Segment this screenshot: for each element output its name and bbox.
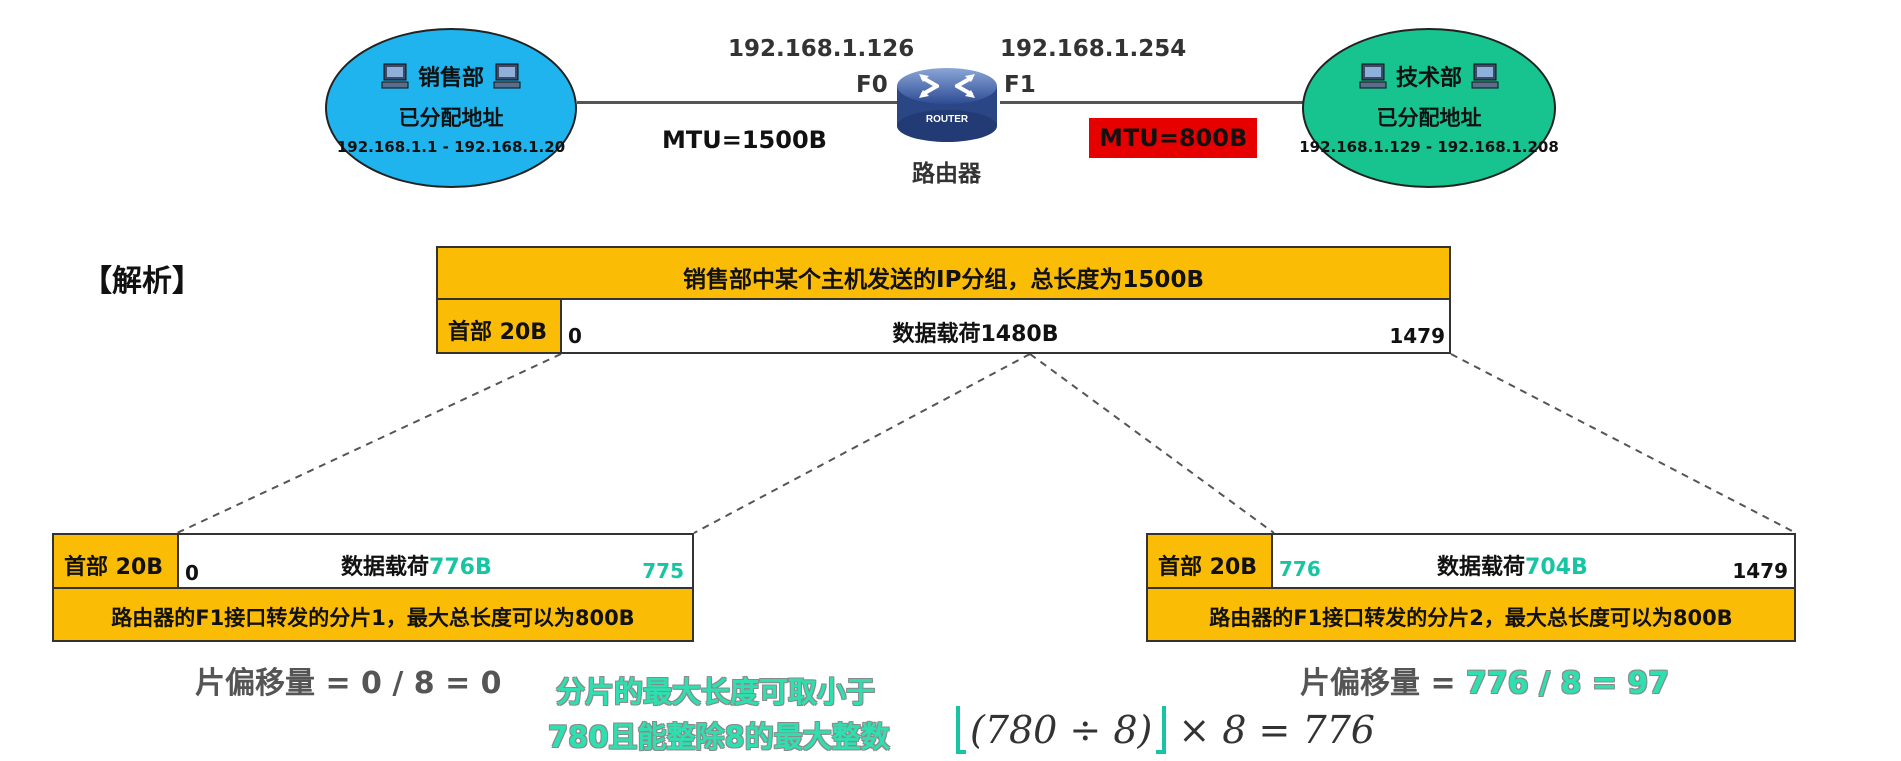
tech-name: 技术部 — [1395, 66, 1462, 91]
link-router-tech — [1000, 101, 1304, 104]
computer-icon — [493, 63, 521, 89]
tech-assigned-label: 已分配地址 — [1376, 106, 1482, 130]
fragment2-start: 776 — [1279, 557, 1321, 581]
fragment2-payload-label: 数据载荷704B — [1437, 549, 1588, 581]
mtu-left-label: MTU=1500B — [662, 126, 827, 154]
packet-payload-cell: 0 数据载荷1480B 1479 — [560, 298, 1451, 354]
fragment1-offset: 片偏移量 = 0 / 8 = 0 — [195, 666, 502, 701]
router-label: 路由器 — [912, 161, 981, 187]
fragment1-payload-size: 776B — [429, 555, 492, 580]
sales-department-node: 销售部 已分配地址 192.168.1.1 - 192.168.1.20 — [325, 28, 577, 188]
fragment1-desc-bar: 路由器的F1接口转发的分片1，最大总长度可以为800B — [52, 587, 694, 642]
packet-payload-start: 0 — [568, 324, 582, 348]
router-icon: ROUTER — [897, 68, 997, 142]
fragment1-start: 0 — [185, 561, 199, 585]
tech-department-node: 技术部 已分配地址 192.168.1.129 - 192.168.1.208 — [1299, 28, 1559, 188]
computer-icon — [1359, 63, 1387, 89]
fragment2-offset-prefix: 片偏移量 = — [1300, 666, 1467, 701]
router-icon-text: ROUTER — [926, 114, 969, 125]
mtu-right-label: MTU=800B — [1089, 118, 1258, 158]
fragment2-header-cell: 首部 20B — [1146, 533, 1273, 589]
fragment1-header-cell: 首部 20B — [52, 533, 179, 589]
fragment2-payload-text: 数据载荷 — [1437, 555, 1526, 580]
sales-name: 销售部 — [417, 66, 484, 91]
note-line-2: 780且能整除8的最大整数 — [548, 720, 890, 754]
fragment1-header-label: 首部 20B — [64, 555, 164, 580]
analysis-label: 【解析】 — [82, 264, 202, 299]
floor-formula-rest: × 8 = 776 — [1178, 708, 1375, 752]
tech-address-range: 192.168.1.129 - 192.168.1.208 — [1299, 138, 1559, 156]
port-f0: F0 — [856, 72, 888, 98]
fragment2-header-label: 首部 20B — [1158, 555, 1258, 580]
fragment1-desc: 路由器的F1接口转发的分片1，最大总长度可以为800B — [111, 606, 635, 630]
packet-payload-end: 1479 — [1389, 324, 1445, 348]
packet-title: 销售部中某个主机发送的IP分组，总长度为1500B — [683, 267, 1204, 293]
note-line-1: 分片的最大长度可取小于 — [556, 675, 876, 709]
f0-ip-address: 192.168.1.126 — [728, 36, 915, 62]
fragment1-end: 775 — [642, 559, 684, 583]
fragment2-payload-size: 704B — [1525, 555, 1588, 580]
link-sales-router — [577, 101, 897, 104]
fragment1-payload-cell: 0 数据载荷776B 775 — [177, 533, 694, 589]
fragment2-offset: 片偏移量 = 776 / 8 = 97 — [1300, 658, 1669, 702]
computer-icon — [1471, 63, 1499, 89]
fragment1-payload-label: 数据载荷776B — [341, 549, 492, 581]
packet-header-cell: 首部 20B — [436, 298, 562, 354]
computer-icon — [381, 63, 409, 89]
fragment2-payload-cell: 776 数据载荷704B 1479 — [1271, 533, 1796, 589]
fragment2-offset-value: 776 / 8 = 97 — [1466, 666, 1670, 701]
sales-address-range: 192.168.1.1 - 192.168.1.20 — [336, 138, 566, 156]
fragment1-payload-text: 数据载荷 — [341, 555, 430, 580]
floor-bracket-right — [1156, 706, 1167, 754]
fragment2-end: 1479 — [1732, 559, 1788, 583]
floor-bracket-left — [956, 706, 966, 754]
fragment2-desc-bar: 路由器的F1接口转发的分片2，最大总长度可以为800B — [1146, 587, 1796, 642]
packet-payload-label: 数据载荷1480B — [892, 322, 1059, 347]
packet-title-bar: 销售部中某个主机发送的IP分组，总长度为1500B — [436, 246, 1451, 300]
floor-formula-inner: (780 ÷ 8) — [970, 708, 1153, 752]
port-f1: F1 — [1004, 72, 1036, 98]
f1-ip-address: 192.168.1.254 — [1000, 36, 1187, 62]
packet-header-label: 首部 20B — [448, 320, 548, 345]
floor-formula: (780 ÷ 8) × 8 = 776 — [956, 703, 1375, 757]
sales-assigned-label: 已分配地址 — [398, 106, 504, 130]
fragment2-desc: 路由器的F1接口转发的分片2，最大总长度可以为800B — [1209, 606, 1733, 630]
